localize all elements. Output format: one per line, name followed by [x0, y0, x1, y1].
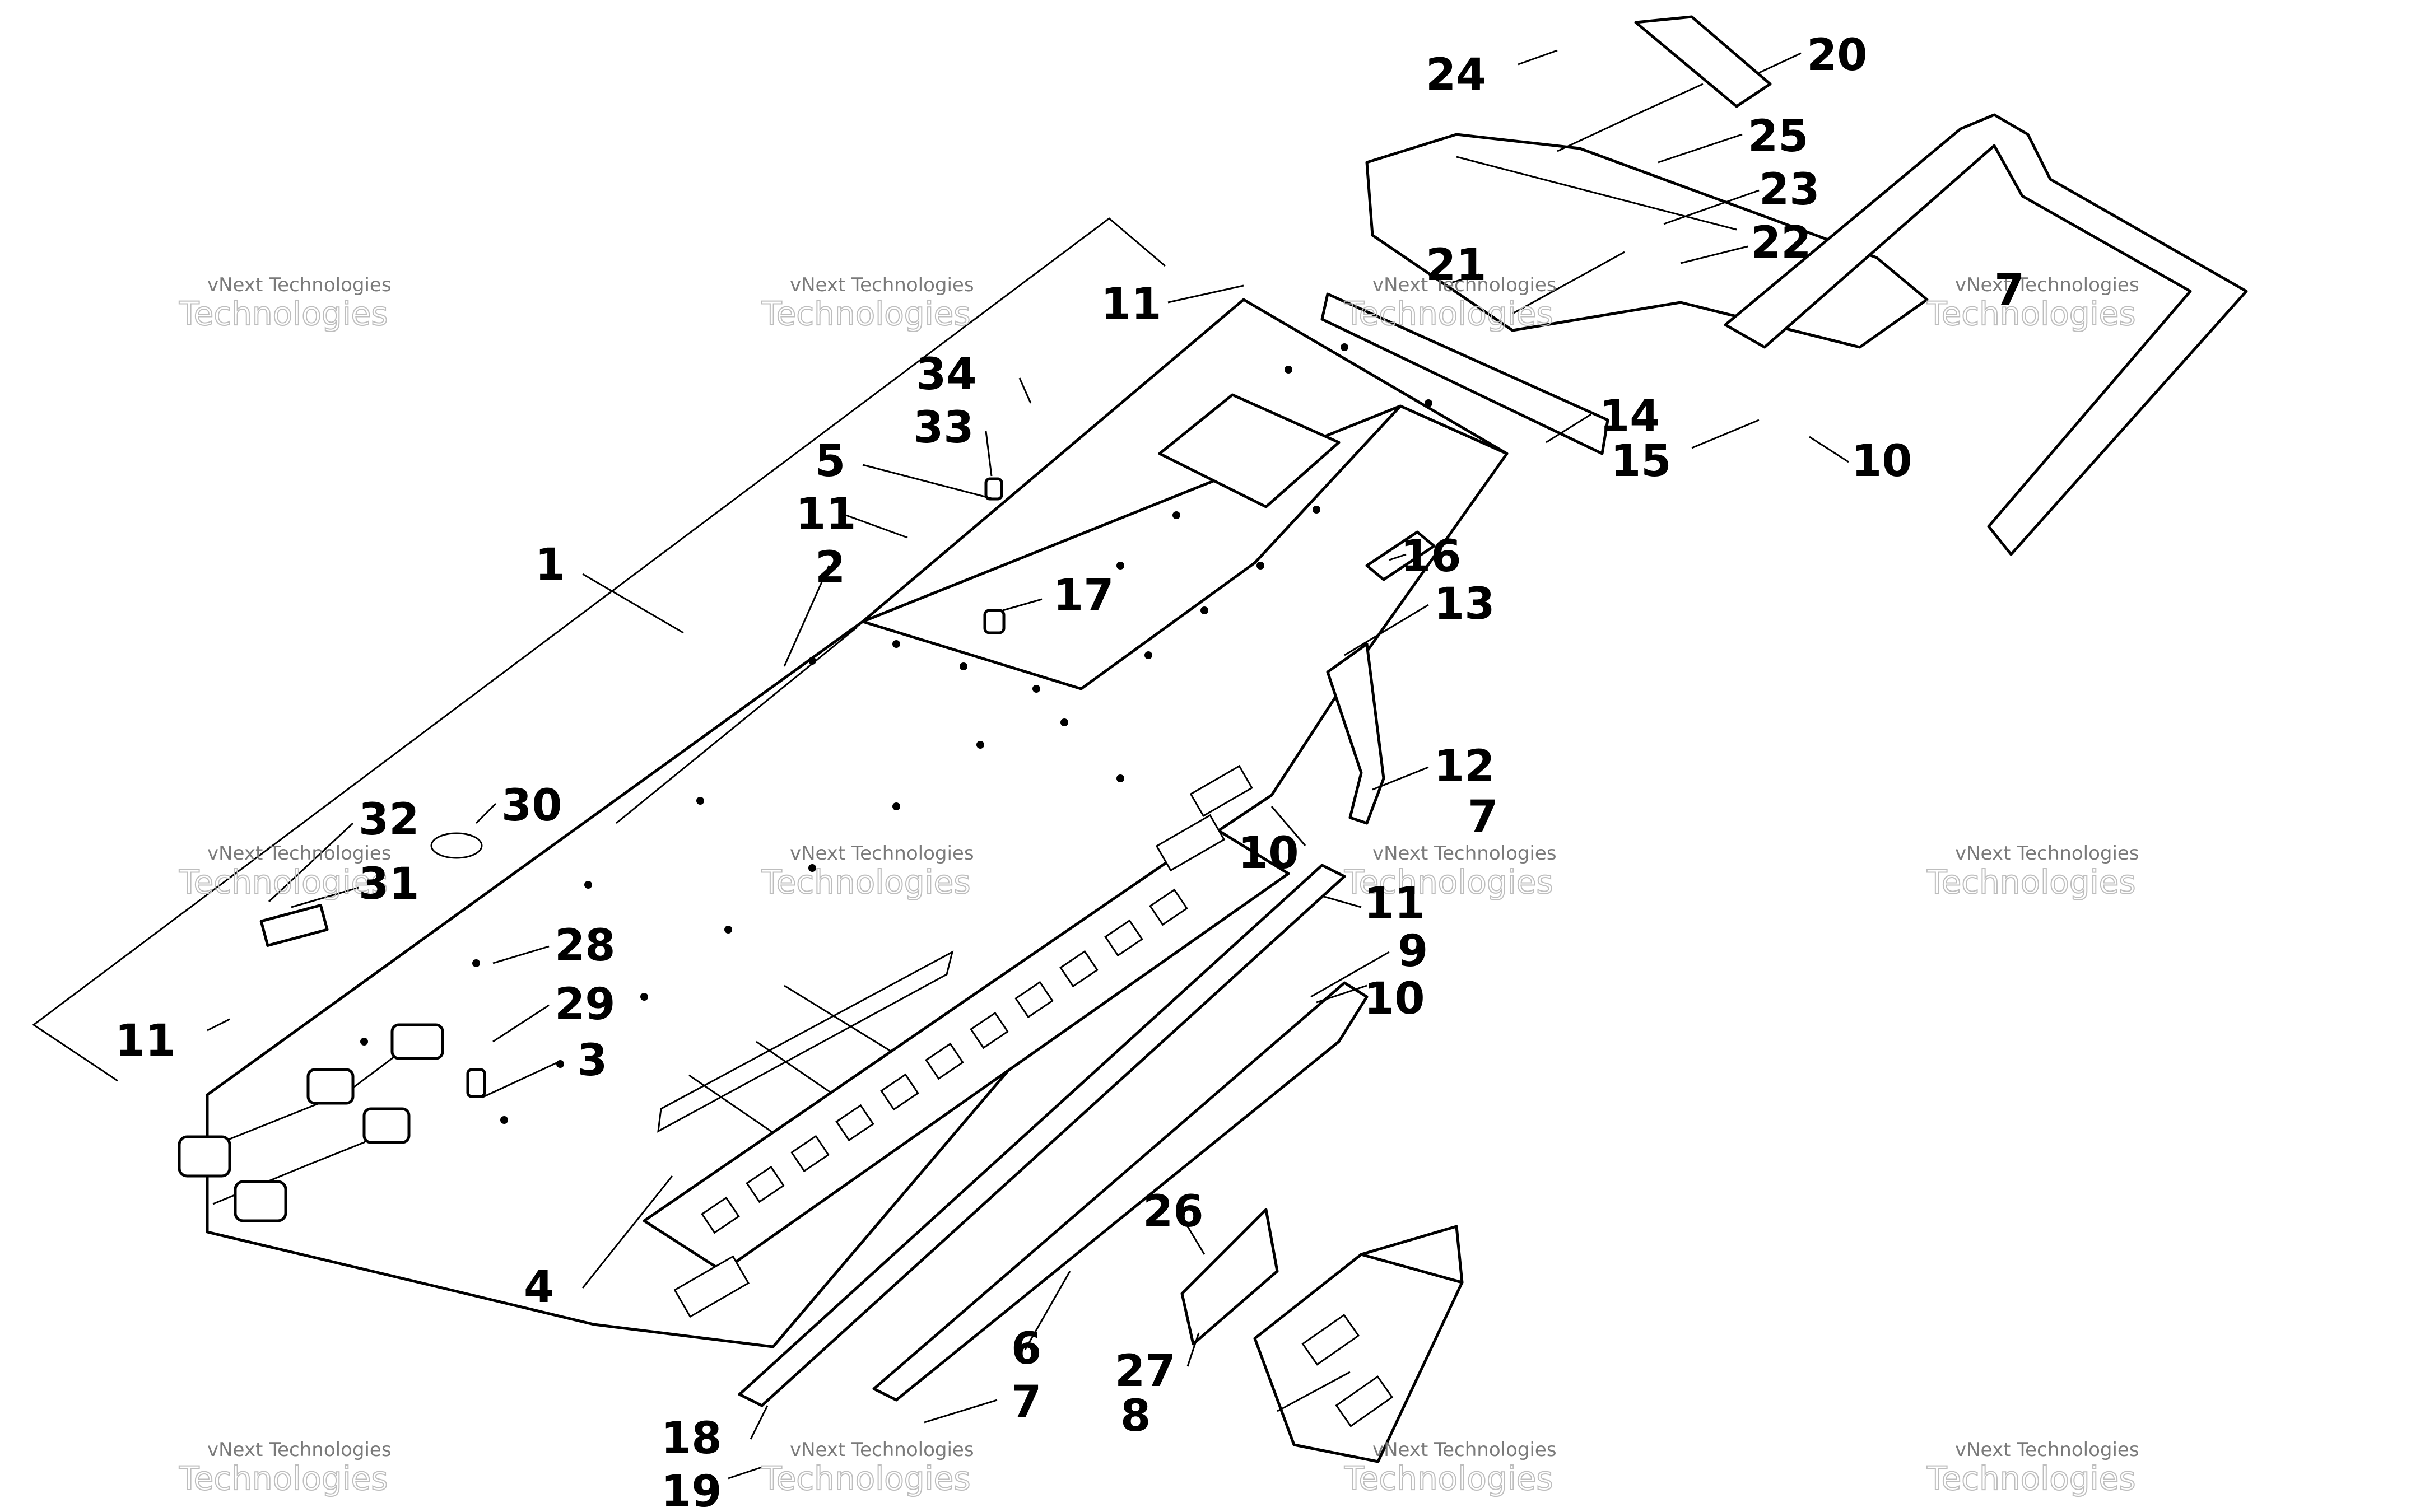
vent-cutouts: [701, 888, 1188, 1234]
leader-lines: [207, 49, 1849, 1480]
watermark-text: vNext Technologies: [207, 1439, 392, 1461]
callout-label: 34: [916, 349, 977, 400]
callout-label: 32: [359, 795, 420, 845]
callout-label: 3: [577, 1035, 607, 1086]
callout-label: 6: [1011, 1324, 1041, 1374]
watermark-text: vNext Technologies: [790, 1439, 974, 1461]
watermark-text: vNext Technologies: [207, 274, 392, 296]
callout-label: 10: [1851, 436, 1912, 487]
tunnel-access-panel: [1158, 393, 1341, 508]
callout-label: 17: [1053, 571, 1114, 621]
callout-label: 12: [1434, 741, 1495, 792]
watermark-text: Technologies: [1926, 295, 2136, 333]
callout-label: 33: [913, 403, 974, 453]
suspension-strut: [1326, 642, 1385, 825]
callout-label: 19: [661, 1467, 722, 1512]
callout-label: 26: [1143, 1187, 1204, 1237]
callout-label: 21: [1426, 240, 1487, 291]
rear-hoop-bumper: [1724, 113, 2248, 556]
tunnel-assembly: [206, 298, 1509, 1348]
callout-label: 2: [815, 543, 845, 593]
watermark-text: Technologies: [179, 295, 388, 333]
watermark-text: vNext Technologies: [1372, 1439, 1557, 1461]
callout-label: 22: [1751, 218, 1812, 268]
rivet-holes: [360, 343, 1432, 1124]
ring-clip: [430, 832, 483, 859]
callout-label: 11: [115, 1016, 176, 1066]
watermark-text: vNext Technologies: [790, 842, 974, 865]
callout-label: 8: [1120, 1391, 1151, 1441]
callout-label: 24: [1426, 50, 1487, 100]
callout-label: 27: [1115, 1346, 1176, 1397]
callout-label: 13: [1434, 579, 1495, 629]
callout-label: 1: [535, 540, 565, 590]
callout-label: 20: [1807, 30, 1868, 81]
wiring-harness: [178, 1023, 444, 1222]
assembly-bracket-outline: [32, 217, 1166, 1082]
callout-label: 11: [1101, 279, 1162, 330]
watermark-text: Technologies: [1926, 863, 2136, 901]
backrest-pad: [1634, 15, 1772, 108]
tunnel-label: [259, 904, 329, 947]
watermark-text: vNext Technologies: [1955, 842, 2139, 865]
callout-label: 4: [524, 1262, 554, 1313]
callout-label: 7: [1994, 265, 2025, 316]
watermark-text: Technologies: [1926, 1459, 2136, 1497]
callout-label: 11: [1364, 879, 1425, 929]
watermark-text: Technologies: [761, 863, 971, 901]
callout-label: 28: [555, 921, 616, 971]
watermark-text: vNext Technologies: [1955, 1439, 2139, 1461]
rear-bumper-plate: [1180, 1208, 1464, 1463]
callout-label: 30: [501, 781, 562, 831]
bushing-17: [983, 609, 1006, 634]
callout-label: 10: [1238, 828, 1299, 879]
callout-label: 7: [1468, 792, 1498, 842]
watermark-text: vNext Technologies: [1955, 274, 2139, 296]
watermark-text: Technologies: [1344, 295, 1553, 333]
watermark-layer: vNext Technologies Technologies vNext Te…: [178, 274, 2139, 1498]
left-rail: [738, 864, 1346, 1407]
watermark-text: Technologies: [1344, 1459, 1553, 1497]
callout-labels: 1 2 3 4 5 6 7 7 7 8 9 10 10 10 11 11 11 …: [115, 30, 2025, 1512]
watermark-text: Technologies: [761, 295, 971, 333]
watermark-text: Technologies: [179, 863, 388, 901]
watermark-text: vNext Technologies: [790, 274, 974, 296]
callout-label: 23: [1759, 165, 1820, 215]
watermark-text: vNext Technologies: [1372, 274, 1557, 296]
callout-label: 16: [1400, 531, 1462, 582]
callout-label: 9: [1398, 926, 1428, 977]
watermark-text: Technologies: [1344, 863, 1553, 901]
callout-label: 25: [1748, 111, 1809, 162]
callout-label: 14: [1599, 391, 1660, 442]
grab-bar: [1320, 292, 1609, 455]
callout-label: 10: [1364, 974, 1425, 1024]
running-board: [872, 981, 1369, 1402]
watermark-text: Technologies: [761, 1459, 971, 1497]
watermark-text: Technologies: [179, 1459, 388, 1497]
callout-label: 31: [359, 859, 420, 909]
callout-label: 5: [815, 436, 845, 487]
bushing-33: [984, 477, 1003, 501]
callout-label: 18: [661, 1413, 722, 1464]
hitch-bracket: [1180, 1208, 1279, 1346]
watermark-text: vNext Technologies: [207, 842, 392, 865]
callout-label: 29: [555, 979, 616, 1030]
watermark-text: vNext Technologies: [1372, 842, 1557, 865]
bushing-29: [466, 1068, 486, 1098]
callout-label: 11: [795, 489, 857, 540]
callout-label: 7: [1011, 1377, 1041, 1427]
callout-label: 15: [1611, 436, 1672, 487]
